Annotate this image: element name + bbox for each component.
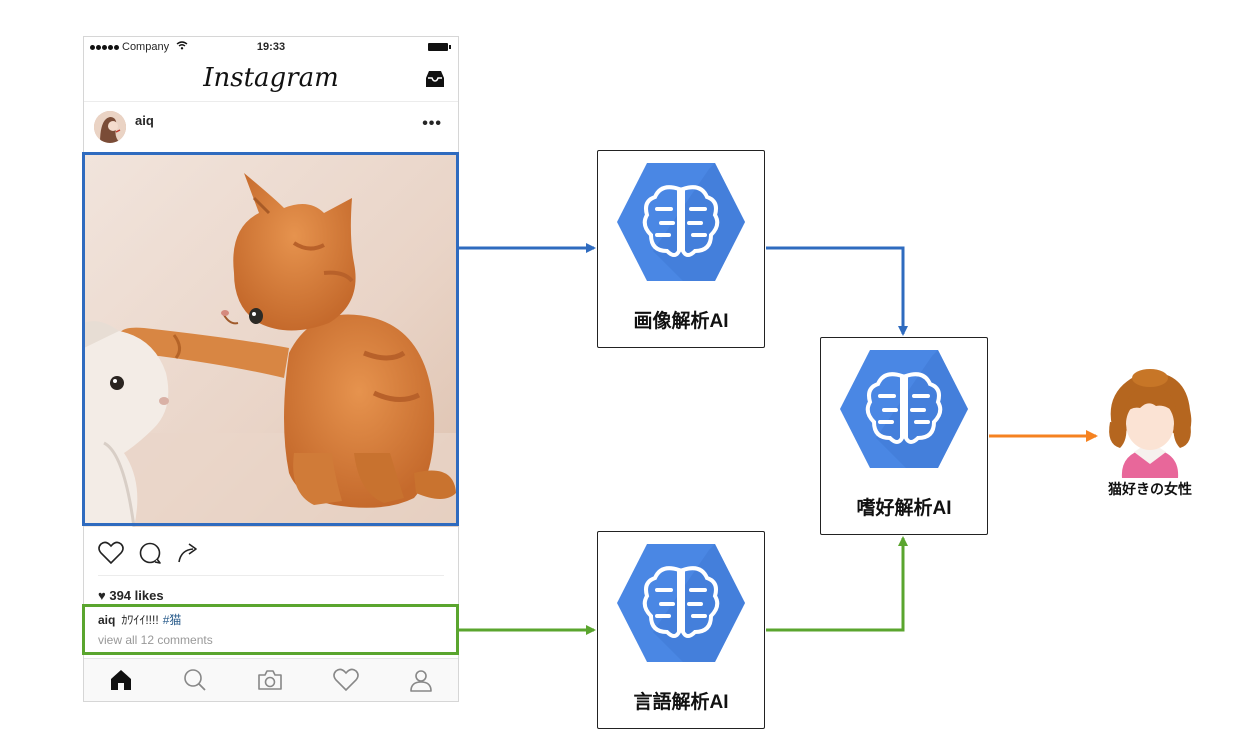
post-actions bbox=[98, 541, 200, 565]
inbox-icon[interactable] bbox=[424, 70, 446, 88]
more-options-icon[interactable]: ••• bbox=[422, 115, 442, 132]
status-time: 19:33 bbox=[256, 41, 286, 53]
caption-username[interactable]: aiq bbox=[98, 613, 116, 627]
caption-hashtag[interactable]: #猫 bbox=[162, 613, 182, 627]
camera-icon[interactable] bbox=[257, 669, 283, 691]
arrow-image-ai-to-preference-ai bbox=[766, 246, 908, 336]
result-label: 猫好きの女性 bbox=[1108, 481, 1192, 497]
view-comments-link[interactable]: view all 12 comments bbox=[98, 633, 213, 647]
post-photo bbox=[84, 153, 458, 527]
post-caption: aiq ｶﾜｲｲ!!!!#猫 bbox=[98, 611, 181, 628]
language-analysis-ai-node: 言語解析AI bbox=[597, 531, 765, 729]
signal-icon bbox=[90, 44, 119, 50]
share-icon[interactable] bbox=[176, 541, 200, 565]
search-icon[interactable] bbox=[183, 668, 207, 692]
ai-brain-icon bbox=[840, 350, 968, 468]
app-logo: Instagram bbox=[203, 63, 339, 93]
carrier-name: Company bbox=[122, 41, 170, 53]
woman-icon bbox=[1109, 369, 1192, 478]
language-analysis-ai-label: 言語解析AI bbox=[633, 692, 729, 713]
preference-analysis-ai-label: 嗜好解析AI bbox=[856, 498, 952, 519]
caption-text: ｶﾜｲｲ!!!! bbox=[121, 613, 159, 627]
carrier: Company bbox=[90, 41, 188, 53]
likes-text: 394 likes bbox=[109, 588, 164, 603]
ai-brain-icon bbox=[617, 544, 745, 662]
image-analysis-ai-node: 画像解析AI bbox=[597, 150, 765, 348]
post-header: aiq ••• bbox=[84, 101, 458, 153]
battery-icon bbox=[428, 43, 451, 51]
bottom-tab-bar bbox=[84, 658, 458, 701]
instagram-phone-mockup: Company 19:33 Instagram aiq ••• bbox=[83, 36, 459, 702]
image-region-highlight bbox=[82, 152, 459, 526]
caption-region-highlight bbox=[82, 604, 459, 655]
status-bar: Company 19:33 bbox=[84, 37, 458, 57]
preference-analysis-ai-node: 嗜好解析AI bbox=[820, 337, 988, 535]
heart-icon[interactable] bbox=[98, 541, 124, 565]
app-header: Instagram bbox=[84, 57, 458, 102]
likes-count: ♥ 394 likes bbox=[98, 588, 164, 603]
avatar[interactable] bbox=[94, 111, 126, 143]
wifi-icon bbox=[176, 41, 188, 53]
profile-icon[interactable] bbox=[409, 668, 433, 692]
likes-heart-icon: ♥ bbox=[98, 588, 106, 603]
post-username[interactable]: aiq bbox=[135, 113, 154, 128]
home-icon[interactable] bbox=[109, 669, 133, 691]
activity-heart-icon[interactable] bbox=[333, 668, 359, 692]
actions-divider bbox=[98, 575, 444, 576]
image-analysis-ai-label: 画像解析AI bbox=[633, 311, 729, 332]
arrow-language-ai-to-preference-ai bbox=[766, 536, 908, 632]
ai-brain-icon bbox=[617, 163, 745, 281]
comment-icon[interactable] bbox=[138, 541, 162, 565]
